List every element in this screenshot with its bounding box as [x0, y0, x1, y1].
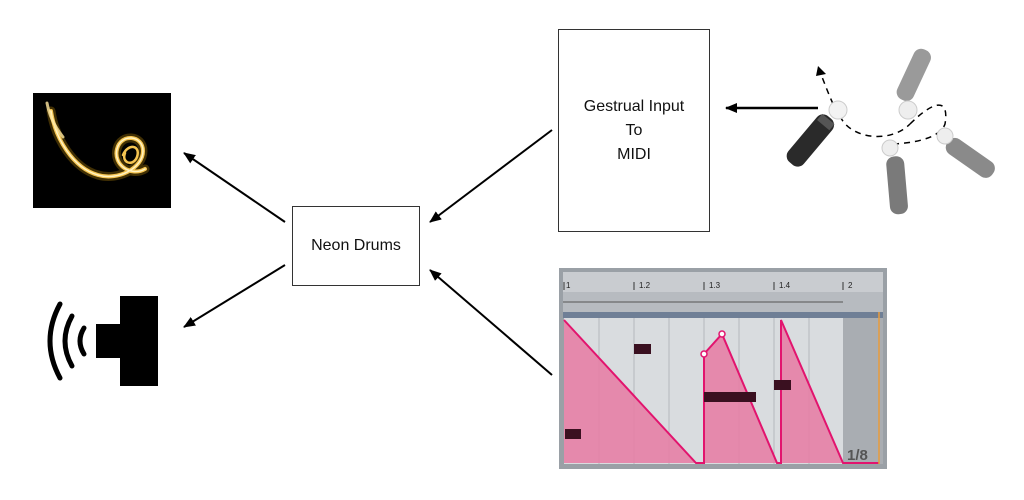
arrow-neon-to-image — [183, 152, 286, 223]
grid-resolution-label: 1/8 — [847, 447, 868, 464]
gestural-label-line2: To — [625, 121, 643, 139]
speaker-icon — [40, 294, 160, 393]
arrow-gestural-to-neon — [429, 129, 553, 223]
gestural-label-line1: Gestrual Input — [583, 97, 685, 115]
midi-note — [774, 380, 791, 390]
midi-note — [634, 344, 651, 354]
neon-drums-node: Neon Drums — [292, 206, 420, 286]
arrow-midi-to-neon — [429, 269, 553, 376]
midi-clip-panel: 1 1.2 1.3 1.4 2 1/8 — [559, 268, 887, 469]
ruler-label-1-4: 1.4 — [779, 281, 791, 290]
midi-note — [704, 392, 756, 402]
motion-controllers-image — [780, 44, 1010, 229]
neon-light-swirl-image — [33, 93, 171, 208]
ruler-label-1: 1 — [566, 281, 571, 290]
ruler-label-1-2: 1.2 — [639, 281, 651, 290]
ruler-label-2: 2 — [848, 281, 853, 290]
midi-note — [565, 429, 581, 439]
gestural-input-node: Gestrual Input To MIDI — [558, 29, 710, 232]
arrow-neon-to-speaker — [183, 264, 286, 328]
ruler-label-1-3: 1.3 — [709, 281, 721, 290]
gestural-label-line3: MIDI — [617, 145, 651, 163]
neon-drums-label: Neon Drums — [311, 237, 401, 254]
